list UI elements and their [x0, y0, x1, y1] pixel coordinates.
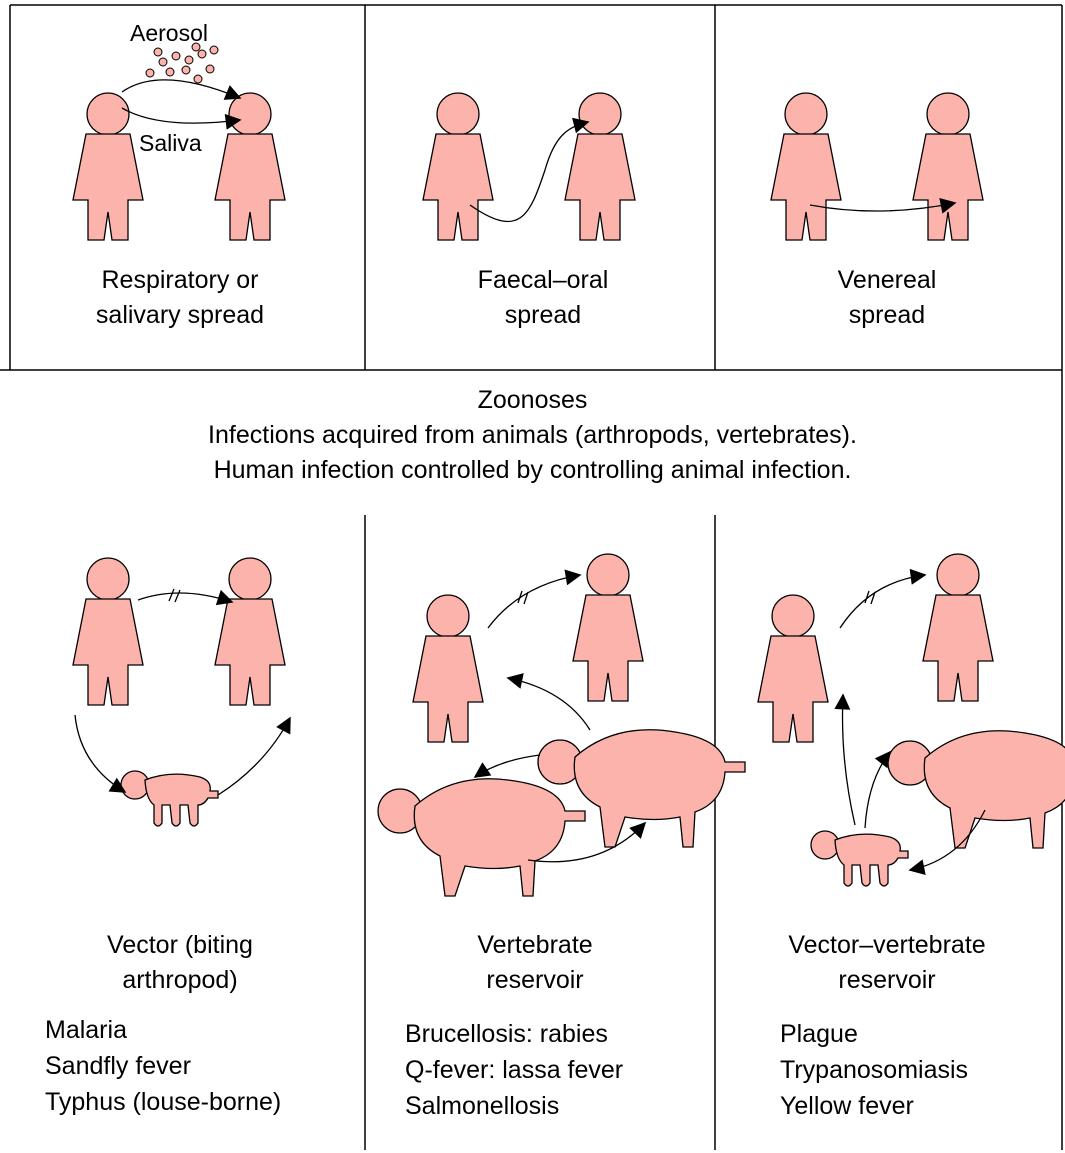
arrow-icon [475, 755, 540, 777]
pig-icon [538, 730, 745, 847]
person-icon [565, 93, 635, 240]
venereal-caption: Venereal spread [777, 263, 997, 333]
vector-caption-line2: arthropod) [60, 963, 300, 998]
respiratory-caption-line2: salivary spread [70, 298, 290, 333]
list-item: Plague [780, 1016, 968, 1052]
list-item: Q-fever: lassa fever [405, 1052, 623, 1088]
aerosol-droplets [146, 43, 218, 83]
arrow-icon [508, 678, 590, 730]
zoonoses-heading: Zoonoses Infections acquired from animal… [0, 383, 1065, 488]
list-item: Trypanosomiasis [780, 1052, 968, 1088]
list-item: Brucellosis: rabies [405, 1016, 623, 1052]
vector-examples: Malaria Sandfly fever Typhus (louse-born… [45, 1012, 281, 1120]
arrow-icon [488, 575, 580, 628]
aerosol-label: Aerosol [130, 20, 208, 47]
list-item: Yellow fever [780, 1088, 968, 1124]
person-icon [913, 93, 983, 240]
venereal-caption-line1: Venereal [777, 263, 997, 298]
list-item: Typhus (louse-borne) [45, 1084, 281, 1120]
zoonoses-line1: Infections acquired from animals (arthro… [0, 418, 1065, 453]
arrow-icon [75, 715, 125, 792]
arthropod-icon [121, 771, 218, 826]
vertebrate-examples: Brucellosis: rabies Q-fever: lassa fever… [405, 1016, 623, 1124]
faecal-oral-caption-line2: spread [433, 298, 653, 333]
pig-icon [888, 731, 1065, 848]
arthropod-icon [811, 831, 908, 886]
arrow-icon [218, 718, 290, 795]
vector-vertebrate-caption-line2: reservoir [757, 963, 1017, 998]
person-icon [215, 93, 285, 240]
person-icon [73, 558, 143, 705]
arrow-icon [840, 575, 925, 628]
faecal-oral-caption-line1: Faecal–oral [433, 263, 653, 298]
respiratory-caption-line1: Respiratory or [70, 263, 290, 298]
arrow-icon [843, 695, 856, 825]
person-icon [758, 595, 828, 742]
person-icon [73, 93, 143, 240]
person-icon [771, 93, 841, 240]
vector-caption: Vector (biting arthropod) [60, 928, 300, 998]
saliva-label: Saliva [139, 130, 202, 157]
arrow-icon [122, 108, 240, 123]
vector-vertebrate-caption: Vector–vertebrate reservoir [757, 928, 1017, 998]
list-item: Sandfly fever [45, 1048, 281, 1084]
list-item: Malaria [45, 1012, 281, 1048]
vector-vertebrate-examples: Plague Trypanosomiasis Yellow fever [780, 1016, 968, 1124]
person-icon [573, 554, 643, 701]
vertebrate-caption-line2: reservoir [415, 963, 655, 998]
person-icon [413, 595, 483, 742]
vertebrate-caption: Vertebrate reservoir [415, 928, 655, 998]
arrow-icon [138, 593, 232, 602]
person-icon [923, 554, 993, 701]
pig-icon [378, 779, 585, 896]
vector-vertebrate-caption-line1: Vector–vertebrate [757, 928, 1017, 963]
list-item: Salmonellosis [405, 1088, 623, 1124]
zoonoses-line2: Human infection controlled by controllin… [0, 453, 1065, 488]
respiratory-caption: Respiratory or salivary spread [70, 263, 290, 333]
arrow-icon [865, 752, 890, 828]
person-icon [423, 93, 493, 240]
zoonoses-title: Zoonoses [0, 383, 1065, 418]
person-icon [215, 558, 285, 705]
vertebrate-caption-line1: Vertebrate [415, 928, 655, 963]
vector-caption-line1: Vector (biting [60, 928, 300, 963]
faecal-oral-caption: Faecal–oral spread [433, 263, 653, 333]
arrow-icon [122, 80, 240, 98]
venereal-caption-line2: spread [777, 298, 997, 333]
